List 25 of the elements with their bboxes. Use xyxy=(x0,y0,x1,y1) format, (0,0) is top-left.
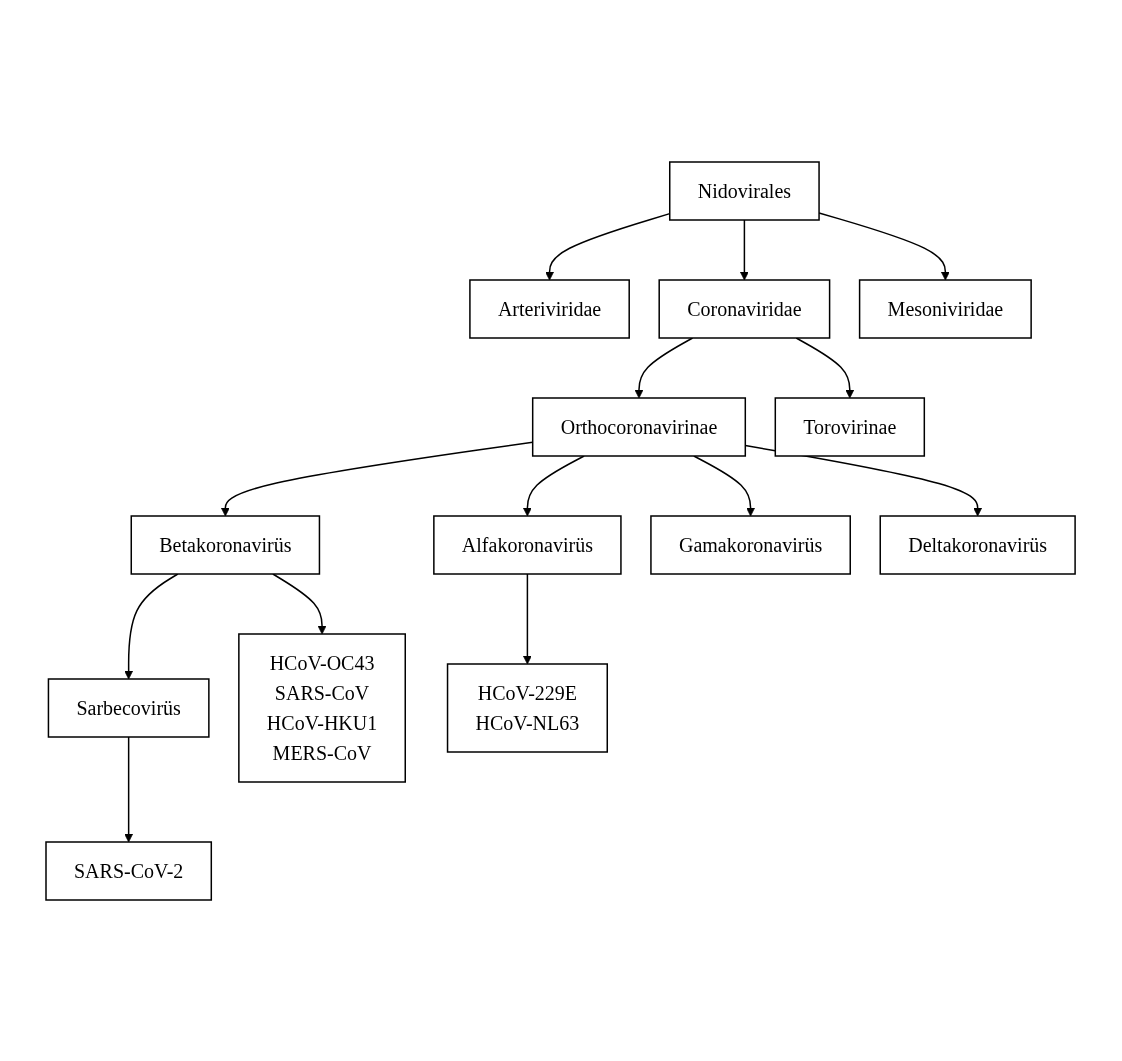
arrow xyxy=(740,218,750,280)
arrow xyxy=(523,454,586,516)
node-box: Gamakoronavirüs xyxy=(650,514,852,575)
node-box: Arteriviridae xyxy=(469,278,631,339)
node-box: Deltakoronavirüs xyxy=(879,514,1077,575)
arrow xyxy=(124,572,179,679)
arrow xyxy=(124,735,134,842)
node-box: HCoV-229E HCoV-NL63 xyxy=(447,662,609,753)
node-box: Sarbecovirüs xyxy=(48,677,211,738)
node-box: Alfakoronavirüs xyxy=(433,514,623,575)
arrow xyxy=(545,212,671,280)
node-box: SARS-CoV-2 xyxy=(45,840,213,901)
node-box: HCoV-OC43 SARS-CoV HCoV-HKU1 MERS-CoV xyxy=(238,632,407,783)
node-box: Nidovirales xyxy=(669,160,821,221)
arrow xyxy=(635,336,694,398)
arrow xyxy=(272,572,327,634)
node-box: Orthocoronavirinae xyxy=(532,396,747,457)
node-box: Coronaviridae xyxy=(658,278,831,339)
arrow xyxy=(523,572,533,664)
arrow xyxy=(795,336,855,398)
arrow xyxy=(693,454,756,516)
node-box: Torovirinae xyxy=(775,396,926,457)
arrow xyxy=(221,440,534,516)
node-box: Betakoronavirüs xyxy=(130,514,321,575)
node-box: Mesoniviridae xyxy=(859,278,1033,339)
